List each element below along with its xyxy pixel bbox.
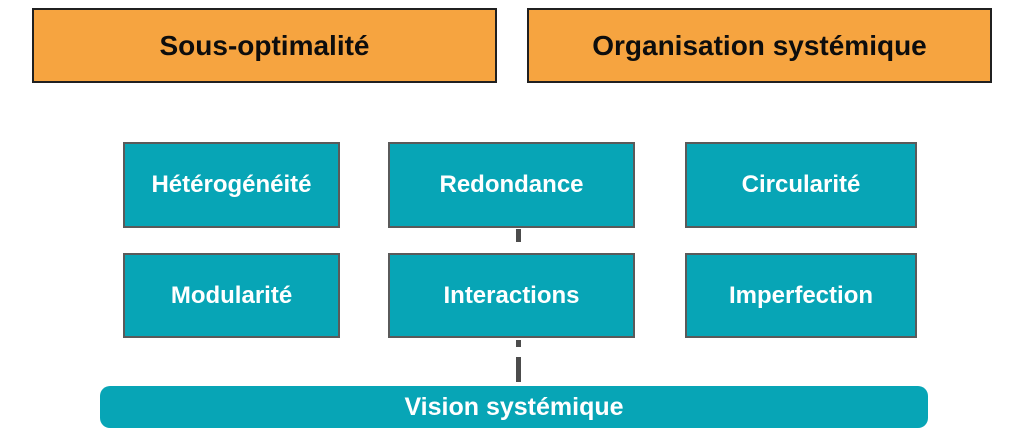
header-box-label: Organisation systémique xyxy=(592,29,927,61)
footer-box-label: Vision systémique xyxy=(404,392,624,421)
concept-box-circularite: Circularité xyxy=(685,142,917,228)
concept-box-label: Interactions xyxy=(443,281,580,309)
connector-interactions-vision-dash xyxy=(516,357,521,382)
connector-interactions-vision-dash xyxy=(516,340,521,347)
header-box-sous-optimalite: Sous-optimalité xyxy=(32,8,497,83)
connector-redondance-interactions-dash xyxy=(516,229,521,242)
concept-box-label: Circularité xyxy=(741,171,861,198)
concept-box-redondance: Redondance xyxy=(388,142,635,228)
concept-box-label: Imperfection xyxy=(728,281,874,309)
concept-box-label: Hétérogénéité xyxy=(151,171,312,198)
concept-box-label: Redondance xyxy=(439,171,584,198)
concept-box-heterogeneite: Hétérogénéité xyxy=(123,142,340,228)
header-box-label: Sous-optimalité xyxy=(159,29,370,61)
concept-box-modularite: Modularité xyxy=(123,253,340,338)
footer-box-vision-systemique: Vision systémique xyxy=(100,386,928,428)
concept-box-label: Modularité xyxy=(170,281,293,309)
concept-box-imperfection: Imperfection xyxy=(685,253,917,338)
concept-box-interactions: Interactions xyxy=(388,253,635,338)
header-box-organisation-systemique: Organisation systémique xyxy=(527,8,992,83)
